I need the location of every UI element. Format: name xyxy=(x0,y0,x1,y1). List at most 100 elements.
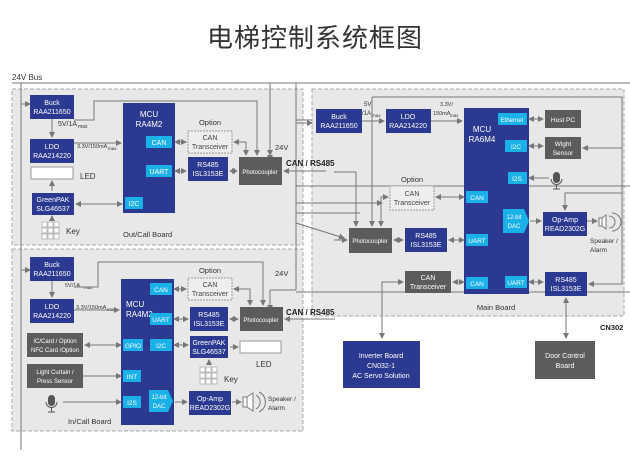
option-label: Option xyxy=(199,118,221,127)
greenpak-box xyxy=(190,336,228,358)
greenpak-part: SLG46537 xyxy=(36,206,70,213)
rs485-part: ISL3153E xyxy=(193,171,224,178)
buck-output-sub: max xyxy=(78,124,88,130)
can-port-a xyxy=(466,191,488,203)
ldo-part: RAA214220 xyxy=(389,123,427,130)
option-label: Option xyxy=(199,266,221,275)
gpio-port xyxy=(123,339,143,351)
rs485-a-label: RS485 xyxy=(415,233,437,240)
can-port-label: CAN xyxy=(152,140,167,147)
opamp-box xyxy=(543,212,587,236)
ldo-box xyxy=(30,299,74,323)
int-port-label: INT xyxy=(127,374,138,381)
bus-label: 24V Bus xyxy=(12,73,42,82)
uart-port-a xyxy=(466,234,488,246)
dac-label: 12-bit xyxy=(506,215,521,221)
mcu-box xyxy=(123,103,175,213)
diagram-title: 电梯控制系统框图 xyxy=(206,24,423,54)
can-port-a-label: CAN xyxy=(470,195,484,202)
uart-port-label: UART xyxy=(152,317,170,324)
main-board-wires xyxy=(334,96,623,339)
opamp-label: Op-Amp xyxy=(197,396,223,403)
board-label: Out/Call Board xyxy=(123,230,172,239)
ldo-output-current: 150mA xyxy=(433,111,451,117)
weight-sensor-sub: Sensor xyxy=(553,150,574,157)
photocoupler-label: Photocoupler xyxy=(242,170,277,176)
led-display-icon xyxy=(30,166,74,180)
rs485-box xyxy=(188,157,228,181)
key-label: Key xyxy=(66,227,80,236)
ldo-output-label: 3.3V/150mA xyxy=(77,144,108,150)
speaker-icon xyxy=(242,391,266,413)
i2s-port-label: I2S xyxy=(127,400,137,407)
greenpak-box xyxy=(32,193,74,215)
i2c-port xyxy=(150,339,172,351)
mcu-label: MCU xyxy=(473,125,491,134)
cn302-label: CN302 xyxy=(600,323,623,332)
can-port-b xyxy=(466,277,488,289)
rs485-a-part: ISL3153E xyxy=(411,242,442,249)
buck-part: RAA211650 xyxy=(320,123,357,130)
dac-label: 12-bit xyxy=(151,395,166,401)
out-call-wires xyxy=(49,100,326,221)
opamp-box xyxy=(189,391,231,415)
greenpak-part: SLG46537 xyxy=(192,349,226,356)
i2s-port xyxy=(123,396,141,408)
photocoupler-label: Photocoupler xyxy=(352,239,387,245)
can-rs485-label: CAN / RS485 xyxy=(286,159,335,168)
can-transceiver-sub: Transceiver xyxy=(410,284,447,291)
host-pc-box xyxy=(545,110,581,128)
ethernet-port xyxy=(498,113,527,125)
keypad-icon xyxy=(199,366,218,385)
greenpak-label: GreenPAK xyxy=(37,197,70,204)
can-transceiver-opt-sub: Transceiver xyxy=(394,200,431,207)
i2c-port-label: I2C xyxy=(156,343,166,350)
int-port xyxy=(123,370,141,382)
buck-output-current: /1A xyxy=(362,111,371,117)
host-pc-label: Host PC xyxy=(551,117,576,124)
buck-box xyxy=(30,257,74,281)
i2c-port xyxy=(505,140,527,152)
buck-box xyxy=(30,95,74,119)
alarm-label: Alarm xyxy=(590,247,607,254)
speaker-label: Speaker / xyxy=(590,238,618,245)
rs485-b-label: RS485 xyxy=(555,277,577,284)
buck-output-label: 5V xyxy=(364,102,371,108)
door-control-board-box xyxy=(535,341,595,379)
rs485-a-box xyxy=(405,228,447,252)
inverter-board-part: CN032-1 xyxy=(367,363,395,370)
ldo-output-label: 3.3V/ xyxy=(440,102,453,108)
ldo-part: RAA214220 xyxy=(33,153,71,160)
dac-port xyxy=(503,209,529,233)
mcu-part: RA4M2 xyxy=(136,120,163,129)
ldo-output-label: 3.3V/150mA xyxy=(76,305,107,311)
24v-label: 24V xyxy=(275,143,288,152)
opamp-label: Op-Amp xyxy=(552,217,578,224)
ldo-box xyxy=(386,109,431,133)
ldo-part: RAA214220 xyxy=(33,313,71,320)
24v-label: 24V xyxy=(275,269,288,278)
microphone-icon xyxy=(45,395,58,413)
led-label: LED xyxy=(256,360,272,369)
greenpak-label: GreenPAK xyxy=(193,340,226,347)
buck-output-label: 5V/1A xyxy=(58,121,77,128)
ldo-label: LDO xyxy=(401,114,416,121)
rs485-label: RS485 xyxy=(197,162,219,169)
i2s-port-label: I2S xyxy=(512,176,522,183)
uart-port-a-label: UART xyxy=(468,238,486,245)
can-port-label: CAN xyxy=(154,287,168,294)
out-call-board: Buck RAA211650 5V/1A max LDO RAA214220 3… xyxy=(30,95,335,240)
photocoupler-box xyxy=(240,307,283,331)
mcu-label: MCU xyxy=(140,110,158,119)
board-label: In/Call Board xyxy=(68,417,111,426)
in-call-board: Buck RAA211650 5V/1A max LDO RAA214220 3… xyxy=(27,257,335,426)
ethernet-port-label: Ethernet xyxy=(501,118,524,124)
buck-part: RAA211650 xyxy=(33,109,70,116)
buck-label: Buck xyxy=(44,262,60,269)
ic-card-label: IC/Card / Option xyxy=(33,339,76,345)
light-curtain-label: Light Curtain / xyxy=(36,370,74,376)
ic-card-box xyxy=(27,333,83,357)
buck-part: RAA211650 xyxy=(33,271,70,278)
led-display-icon xyxy=(239,340,282,354)
rs485-b-part: ISL3153E xyxy=(551,286,582,293)
